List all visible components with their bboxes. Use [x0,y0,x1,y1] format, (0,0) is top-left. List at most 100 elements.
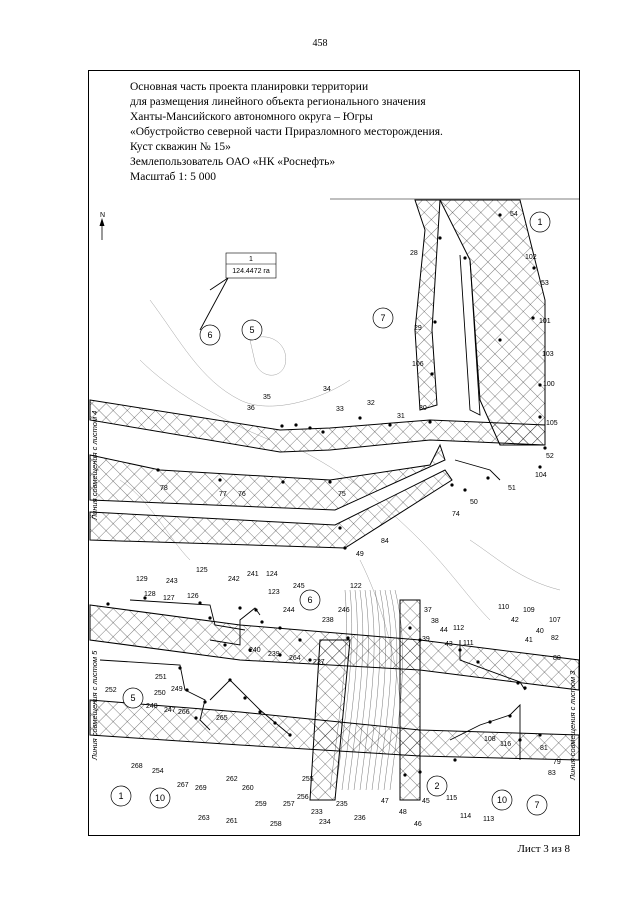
circled-label: 7 [526,794,548,816]
point-label: 42 [511,617,519,624]
point-label: 74 [452,511,460,518]
point-label: 110 [498,604,509,611]
circled-label: 1 [110,785,132,807]
point-label: 79 [553,759,561,766]
map-frame [88,70,580,836]
point-label: 257 [283,801,295,808]
point-label: 128 [144,591,156,598]
svg-text:7: 7 [380,313,385,323]
point-label: 54 [510,211,518,218]
point-label: 259 [255,801,267,808]
point-label: 50 [470,499,478,506]
point-label: 103 [542,351,554,358]
side-label-sheet4: Линия совмещения с листом 4 [90,411,99,521]
circled-label: 6 [199,324,221,346]
svg-text:6: 6 [207,330,212,340]
svg-text:5: 5 [130,693,135,703]
point-label: 81 [540,745,548,752]
point-label: 104 [535,472,547,479]
point-label: 240 [249,647,261,654]
point-label: 112 [453,625,464,632]
point-label: 49 [356,551,364,558]
point-label: 109 [523,607,535,614]
point-label: 35 [263,394,271,401]
point-label: 244 [283,607,295,614]
point-label: 28 [410,250,418,257]
point-label: 262 [226,776,238,783]
point-label: 116 [500,741,511,748]
circled-label: 10 [149,787,171,809]
svg-text:6: 6 [307,595,312,605]
point-label: 30 [419,405,427,412]
point-label: 124 [266,571,278,578]
parcel-area: 124.4472 га [232,268,270,275]
title-line: для размещения линейного объекта региона… [130,96,426,108]
svg-text:1: 1 [118,791,123,801]
point-label: 105 [546,420,558,427]
point-label: 48 [399,809,407,816]
point-label: 237 [313,659,325,666]
point-label: 236 [354,815,366,822]
point-label: 114 [460,813,471,820]
point-label: 106 [412,361,424,368]
lower-corridors [89,599,580,801]
point-label: 44 [440,627,448,634]
point-label: 251 [155,674,167,681]
title-line: «Обустройство северной части Приразломно… [130,126,443,138]
circled-label: 10 [491,789,513,811]
point-label: 84 [381,538,389,545]
survey-points [106,213,547,777]
point-label: 243 [166,578,178,585]
point-label: 125 [196,567,208,574]
north-arrow-icon: N [99,212,105,240]
point-label: 264 [289,655,301,662]
point-label: 268 [131,763,143,770]
point-label: 267 [177,782,189,789]
point-label: 252 [105,687,117,694]
point-label: 249 [171,686,183,693]
point-label: 32 [367,400,375,407]
point-label: 101 [539,318,551,325]
side-label-sheet3: Линия совмещения с листом 3 [568,670,577,781]
point-label: 115 [446,795,457,802]
point-label: 82 [551,635,559,642]
point-label: 235 [336,801,348,808]
point-label: 241 [247,571,259,578]
point-label: 129 [136,576,148,583]
point-label: 239 [268,651,280,658]
circled-label: 2 [426,775,448,797]
parcel-number: 1 [249,256,253,263]
point-labels-upper: 54 28 102 53 101 29 103 106 100 105 52 1… [160,211,558,558]
point-label: 233 [311,809,323,816]
point-label: 41 [525,637,533,644]
point-label: 242 [228,576,240,583]
point-label: 260 [242,785,254,792]
point-label: 126 [187,593,199,600]
point-label: 52 [546,453,554,460]
point-label: 76 [238,491,246,498]
point-label: 238 [322,617,334,624]
point-label: 83 [548,770,556,777]
point-label: 269 [195,785,207,792]
point-label: 256 [297,794,309,801]
point-label: 234 [319,819,331,826]
title-line: Основная часть проекта планировки террит… [130,81,369,93]
circled-label: 5 [241,319,263,341]
point-labels-lower: 129 243 125 241 124 128 127 126 242 123 … [105,567,561,828]
circled-label: 7 [372,307,394,329]
point-label: 80 [553,655,561,662]
point-label: 38 [431,618,439,625]
point-label: 247 [164,707,176,714]
page-number: 458 [312,38,328,49]
point-label: 108 [484,736,496,743]
point-label: 43 [445,641,453,648]
point-label: 53 [541,280,549,287]
point-label: 34 [323,386,331,393]
point-label: 107 [549,617,561,624]
point-label: 265 [216,715,228,722]
parcel-area-box: 1 124.4472 га [225,252,277,279]
circled-label: 5 [122,687,144,709]
side-label-sheet5: Линия совмещения с листом 5 [90,650,99,761]
point-label: 40 [536,628,544,635]
title-line: Ханты-Мансийского автономного округа – Ю… [130,111,373,123]
